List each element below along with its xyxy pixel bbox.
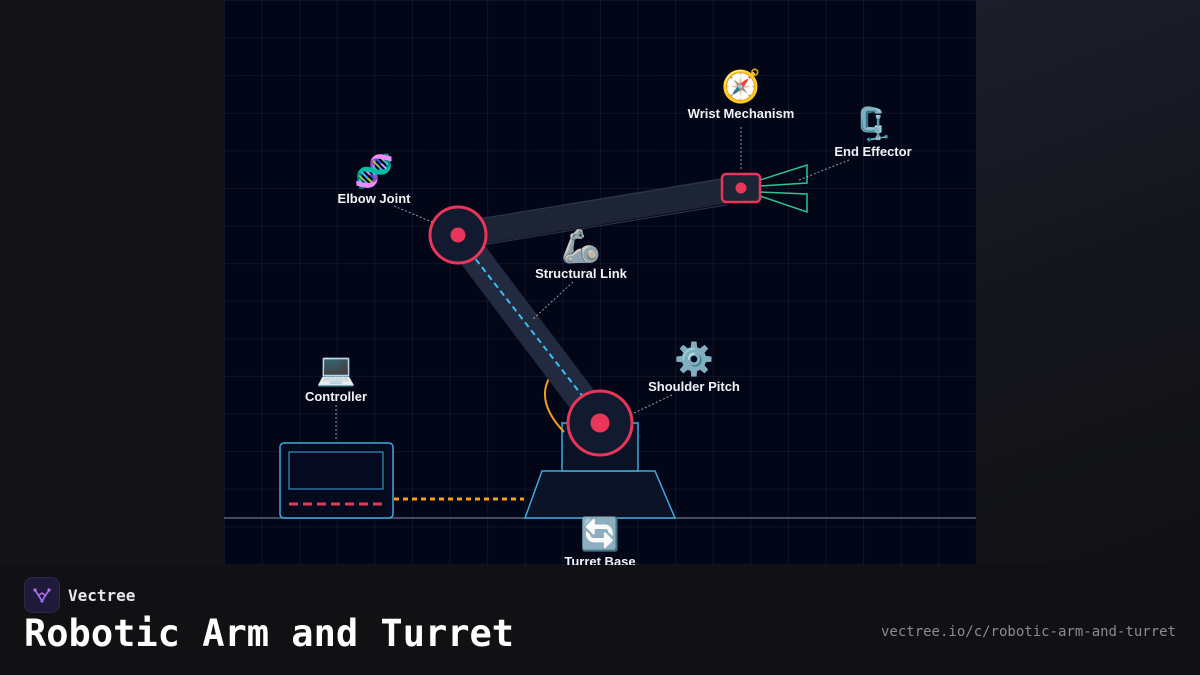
gripper-lower-finger — [759, 191, 808, 214]
structural-link-label: Structural Link — [535, 266, 627, 281]
vectree-logo-icon — [24, 577, 60, 613]
turret-base-label: Turret Base — [564, 554, 636, 565]
wrist-mechanism-label: Wrist Mechanism — [687, 106, 795, 121]
wrist-dot — [735, 182, 747, 194]
label-controller: 💻 Controller — [305, 351, 367, 405]
rotate-arrows-icon: 🔄 — [580, 516, 620, 552]
lower-arm-outline — [443, 220, 615, 438]
label-shoulder-pitch: ⚙️ Shoulder Pitch — [648, 341, 740, 395]
label-structural-link: 🦾 Structural Link — [535, 228, 627, 282]
diagram-canvas: 🧭 Wrist Mechanism 🗜️ End Effector 🧬 Elbo… — [224, 0, 976, 565]
label-wrist-mechanism: 🧭 Wrist Mechanism — [688, 68, 795, 122]
label-elbow-joint: 🧬 Elbow Joint — [338, 153, 411, 207]
end-effector-label: End Effector — [834, 144, 912, 159]
upper-arm-edge-top — [471, 178, 725, 221]
leader-elbow — [393, 205, 433, 223]
upper-arm-link[interactable] — [455, 175, 744, 248]
background-right — [976, 0, 1200, 565]
brand[interactable]: Vectree — [24, 577, 135, 613]
label-end-effector: 🗜️ End Effector — [834, 106, 911, 160]
lower-arm-link[interactable] — [443, 220, 615, 438]
page-title: Robotic Arm and Turret — [24, 612, 515, 655]
clamp-icon: 🗜️ — [853, 106, 893, 142]
mechanical-arm-icon: 🦾 — [561, 228, 601, 264]
controller-screen — [288, 451, 384, 490]
leader-link — [531, 281, 574, 321]
elbow-joint-label: Elbow Joint — [337, 191, 411, 206]
compass-icon: 🧭 — [721, 68, 761, 104]
upper-arm-edge-bottom — [475, 204, 728, 247]
controller-label: Controller — [304, 389, 368, 404]
leader-shoulder — [631, 394, 673, 415]
label-turret-base: 🔄 Turret Base — [564, 516, 635, 565]
gripper-upper-finger — [759, 163, 808, 187]
turret-base[interactable] — [523, 470, 677, 519]
leader-effector — [798, 159, 850, 181]
elbow-joint-center — [450, 227, 466, 243]
dna-icon: 🧬 — [354, 153, 394, 189]
controller-box[interactable] — [279, 442, 394, 519]
background-left — [0, 0, 224, 565]
shoulder-pitch-label: Shoulder Pitch — [648, 379, 740, 394]
robot-arm-diagram — [224, 127, 976, 519]
page-url-link[interactable]: vectree.io/c/robotic-arm-and-turret — [880, 624, 1176, 640]
gear-icon: ⚙️ — [674, 341, 714, 377]
laptop-icon: 💻 — [316, 351, 356, 387]
brand-name: Vectree — [68, 585, 136, 605]
shoulder-joint-center — [590, 413, 610, 433]
